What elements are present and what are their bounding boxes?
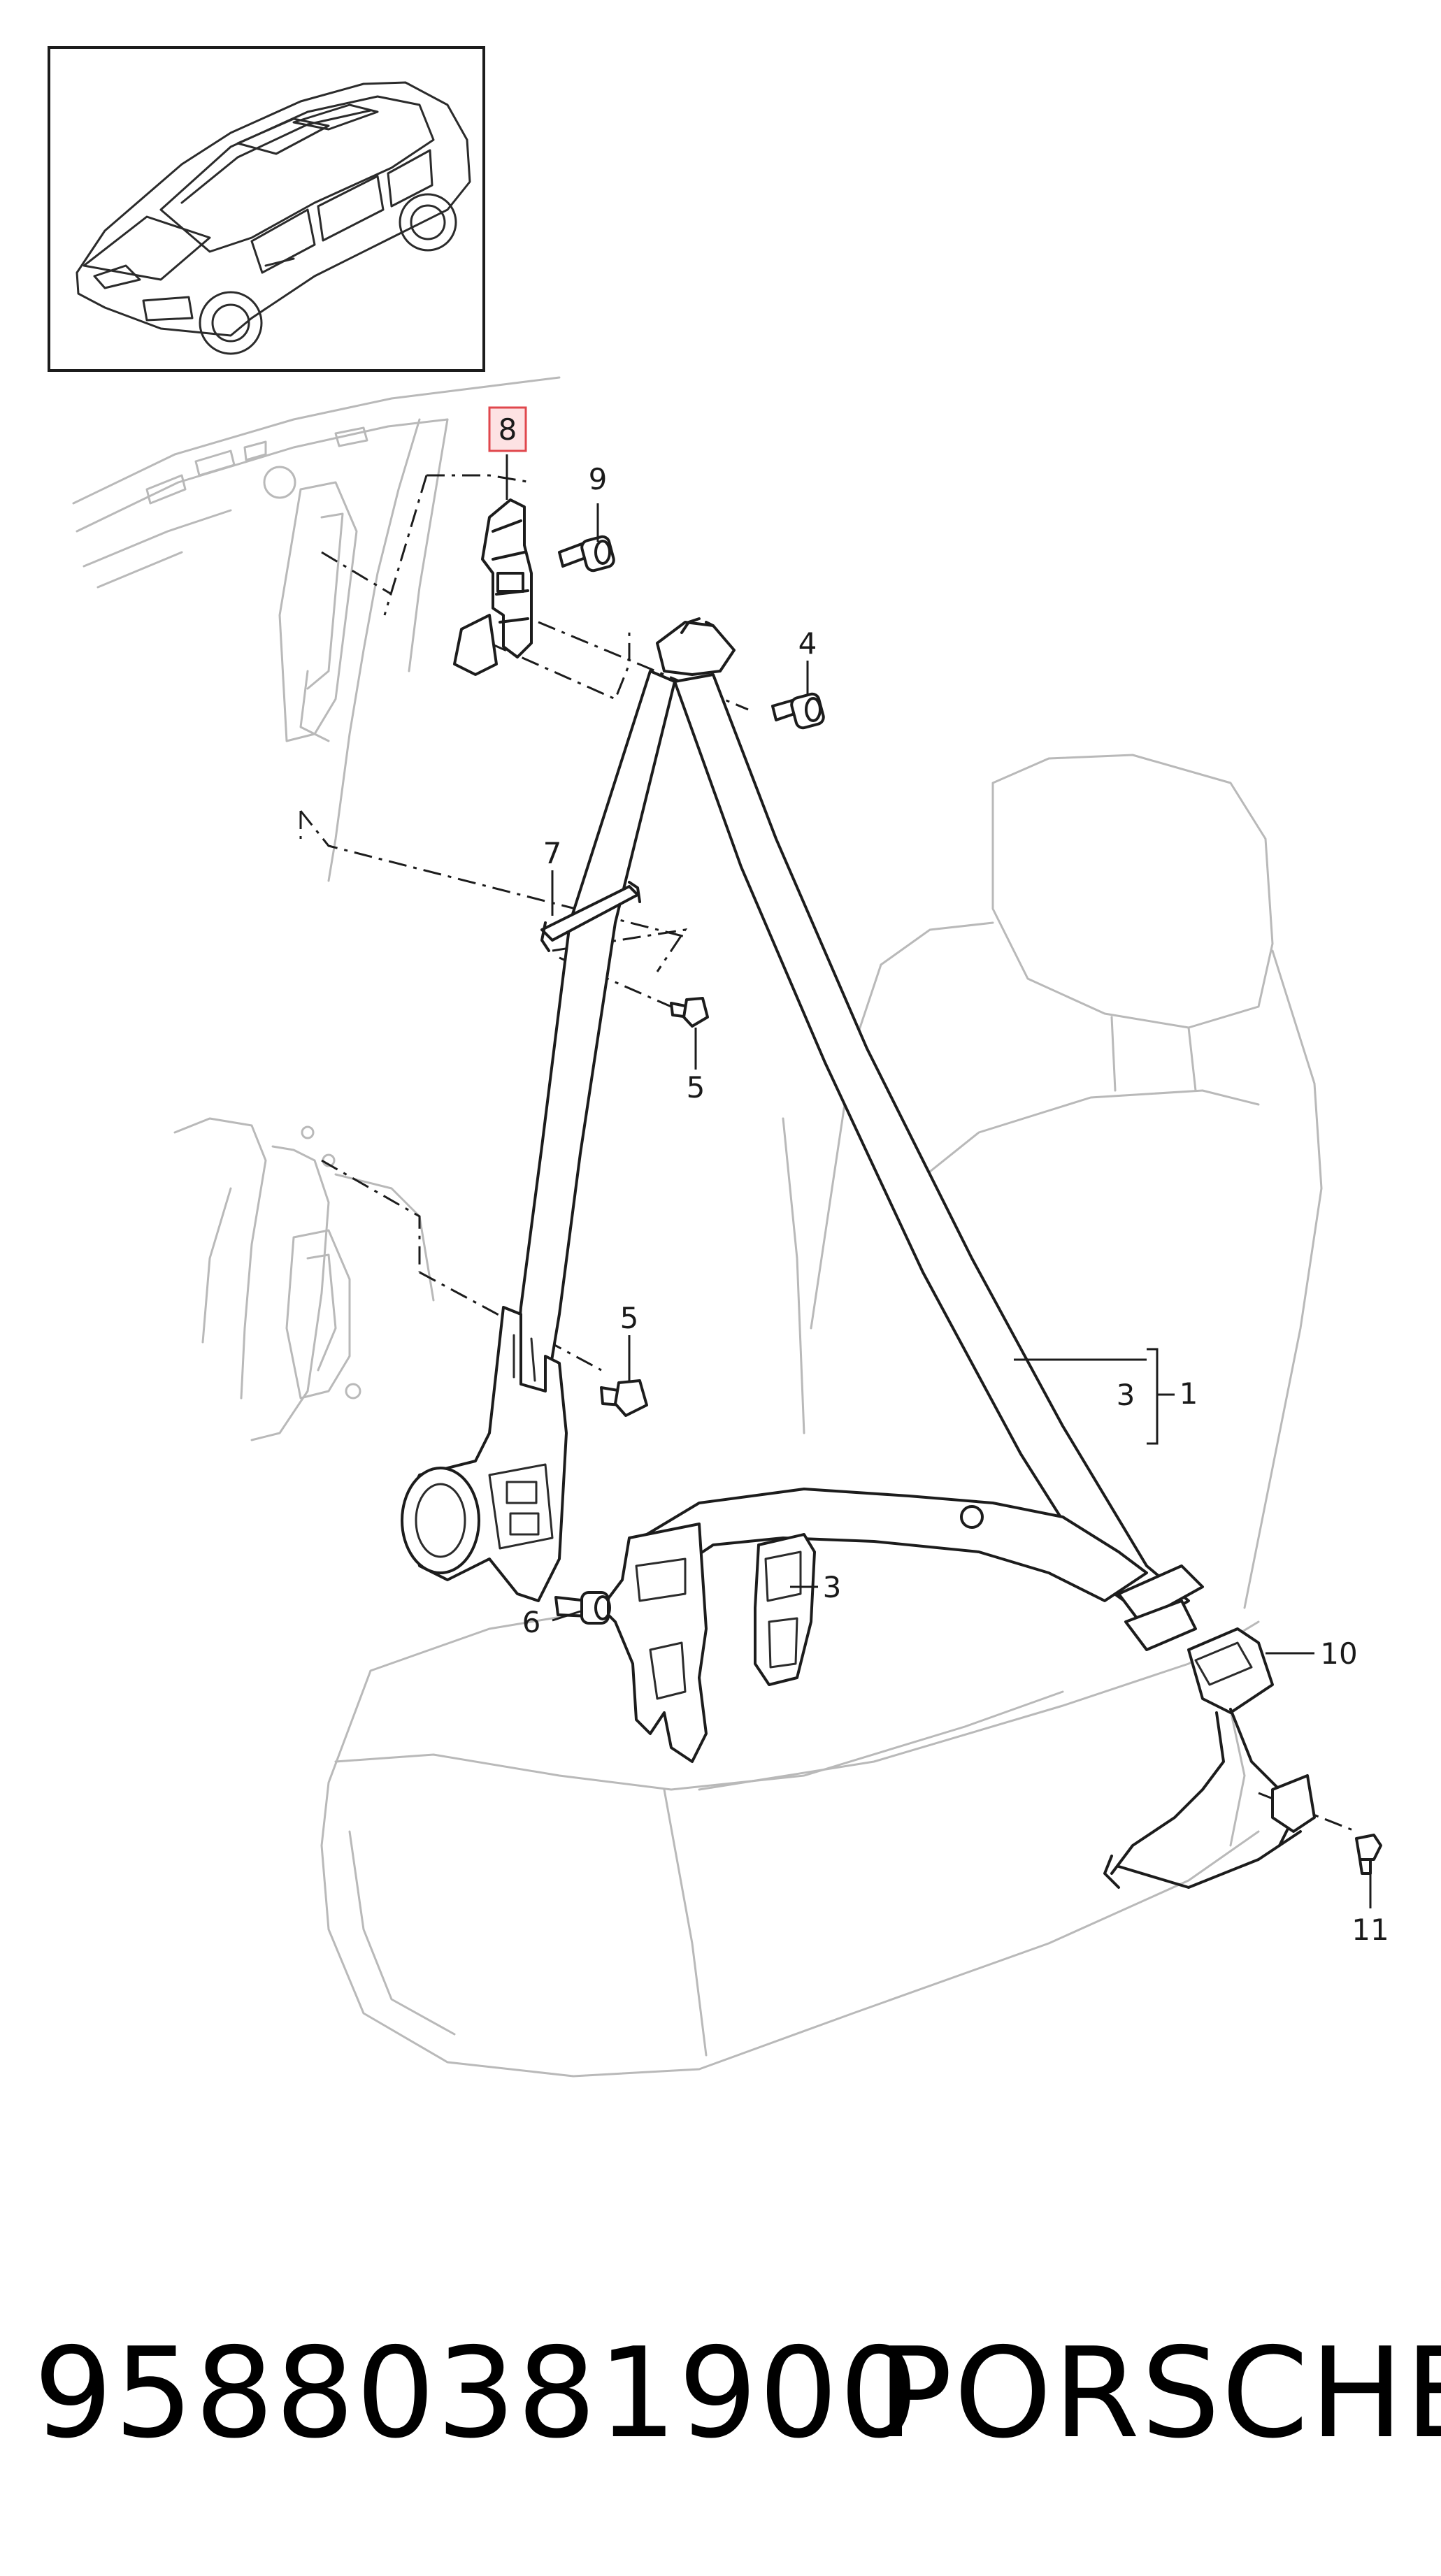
lap-anchor-brackets [600, 1523, 816, 1763]
belt-guide-bracket [540, 881, 641, 952]
callout-5-lower: 5 [620, 1301, 639, 1335]
height-adjuster-part [453, 498, 533, 676]
callout-1: 1 [1180, 1376, 1198, 1411]
part-number: 95880381900 [34, 2321, 920, 2466]
buckle-part [1103, 1627, 1316, 1889]
bolt-9 [558, 535, 615, 573]
callout-10: 10 [1320, 1636, 1357, 1671]
bolt-11 [1355, 1834, 1382, 1875]
retractor-part [401, 1306, 568, 1602]
callout-7: 7 [543, 836, 562, 870]
callout-6: 6 [522, 1605, 541, 1639]
callout-9: 9 [589, 462, 608, 496]
bolts [554, 535, 1382, 1875]
brand-name: PORSCHE [877, 2321, 1441, 2466]
body-pillar-ghost [72, 376, 561, 1441]
callout-labels: 8 9 4 7 5 5 3 1 3 6 10 11 [499, 412, 1389, 1947]
callout-5-upper: 5 [687, 1070, 705, 1104]
bolt-5-upper [670, 997, 709, 1028]
callout-3-bracket: 3 [1117, 1378, 1135, 1412]
footer: 95880381900 PORSCHE [34, 2321, 1441, 2466]
bolt-5-lower [600, 1379, 648, 1417]
leader-lines [506, 454, 1372, 1908]
callout-8: 8 [499, 412, 517, 447]
highlight-box-8 [488, 406, 527, 452]
callout-11: 11 [1352, 1913, 1389, 1947]
seat-belt-webbing [512, 617, 1204, 1651]
bolt-6 [554, 1591, 611, 1625]
callout-4: 4 [798, 626, 817, 661]
callout-3-tongue: 3 [823, 1570, 842, 1604]
bolt-4 [771, 692, 825, 730]
vehicle-thumbnail [48, 46, 485, 372]
seat-ghost [320, 754, 1323, 2078]
mounting-centerlines [299, 474, 1357, 1833]
